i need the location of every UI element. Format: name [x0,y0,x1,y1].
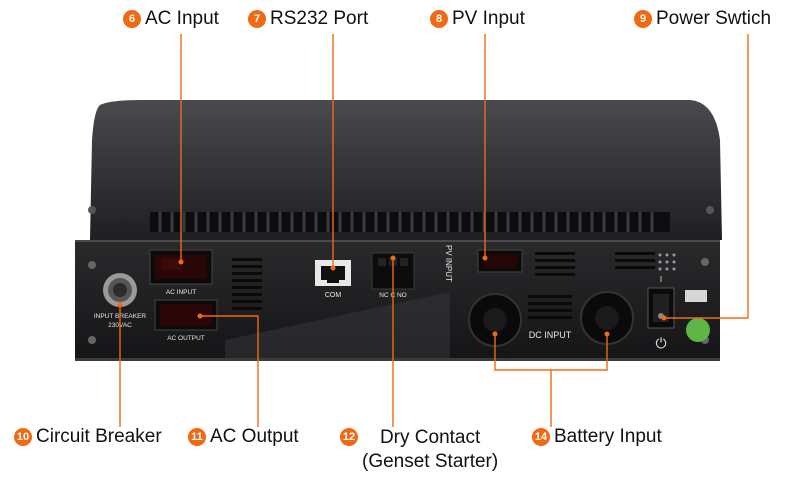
callout-number-badge: 7 [248,10,266,28]
ac-output-socket [154,299,218,331]
leader-dots [117,255,667,337]
battery-terminal-positive [580,291,634,345]
callout-text: Circuit Breaker [36,426,162,447]
pv-input-connector [477,249,523,273]
top-vent-ribs [158,212,654,232]
ac-output-label: AC OUTPUT [167,335,205,342]
rs232-port [315,260,351,286]
top-cover [90,100,722,240]
callout-number-badge: 14 [532,428,550,446]
corner-vent [615,252,655,269]
callout-text-block: Dry Contact (Genset Starter) [362,426,498,474]
switch-on-mark: I [660,275,662,284]
callout-circuit-breaker: 10 Circuit Breaker [14,426,162,448]
screw [706,206,714,214]
power-switch [647,287,675,329]
qc-sticker [686,318,710,342]
callout-subtext: (Genset Starter) [362,451,499,472]
pv-input-label: PV INPUT [444,245,453,282]
panel-plate [225,292,450,360]
callout-number-badge: 6 [123,10,141,28]
ac-input-label: AC INPUT [166,289,196,296]
callout-pv-input: 8 PV Input [430,8,525,30]
callout-power-switch: 9 Power Swtich [634,8,771,30]
callout-text: RS232 Port [270,8,369,29]
pv-vent [535,252,575,276]
dot-grid [658,253,676,271]
callout-text: Battery Input [554,426,662,447]
callout-number-badge: 11 [188,428,206,446]
cert-sticker [685,290,707,302]
callout-text: Power Swtich [656,8,772,29]
callout-number-badge: 8 [430,10,448,28]
panel-vent [232,258,262,310]
dc-input-label: DC INPUT [529,330,572,340]
com-label: COM [325,292,342,299]
callout-ac-input: 6 AC Input [123,8,219,30]
leader-lines [119,34,749,427]
callout-text: AC Output [210,426,299,447]
callout-ac-output: 11 AC Output [188,426,299,448]
callout-text: Dry Contact [379,427,481,448]
callout-number-badge: 12 [340,428,358,446]
callout-dry-contact: 12 Dry Contact (Genset Starter) [340,426,498,474]
callout-text: PV Input [452,8,525,29]
callout-battery-input: 14 Battery Input [532,426,662,448]
callout-rs232-port: 7 RS232 Port [248,8,368,30]
screw [88,206,96,214]
callout-number-badge: 9 [634,10,652,28]
callout-text: AC Input [145,8,219,29]
power-symbol: ⏻ [655,335,666,351]
callout-number-badge: 10 [14,428,32,446]
dc-vent [528,295,572,319]
circuit-breaker-knob [103,273,137,307]
